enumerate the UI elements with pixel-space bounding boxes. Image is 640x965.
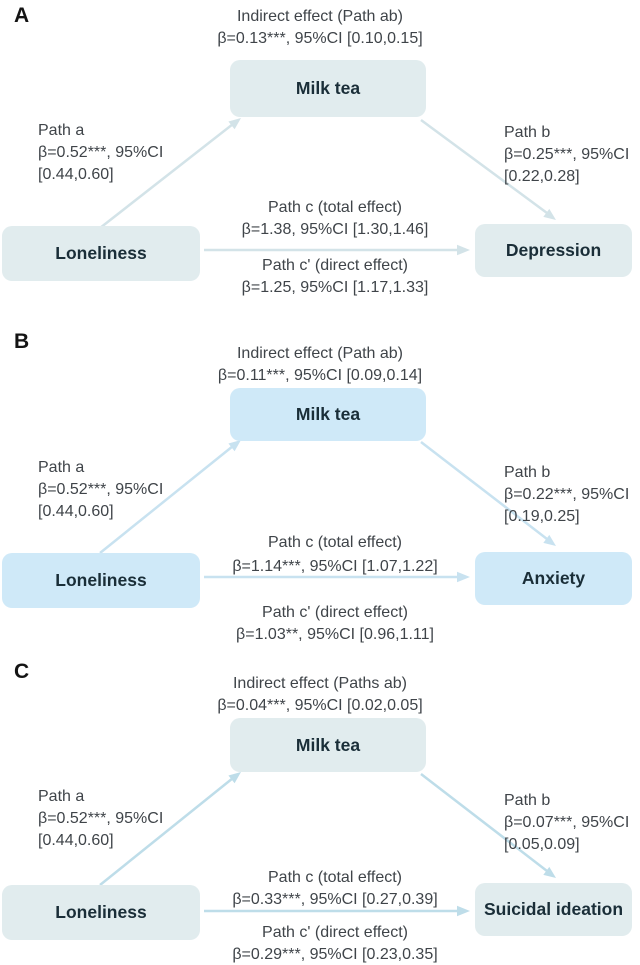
panel-letter: A [14, 4, 30, 27]
path-a-ci: [0.44,0.60] [38, 503, 114, 520]
path-b-arrowhead-icon [543, 534, 556, 546]
path-c-arrowhead-icon [457, 244, 470, 256]
path-b-annotation: Path b β=0.07***, 95%CI [0.05,0.09] [504, 790, 629, 856]
path-b-beta: β=0.07***, 95%CI [504, 814, 630, 831]
path-b-arrowhead-icon [543, 866, 556, 878]
path-arrows [99, 118, 556, 256]
predictor-label: Loneliness [55, 570, 147, 590]
path-c-title: Path c (total effect) [268, 534, 402, 551]
path-a-annotation: Path a β=0.52***, 95%CI [0.44,0.60] [38, 457, 163, 523]
path-c-prime-value: β=1.25, 95%CI [1.17,1.33] [241, 279, 429, 296]
path-b-beta: β=0.25***, 95%CI [504, 146, 630, 163]
path-b-title: Path b [504, 464, 551, 481]
mediator-label: Milk tea [295, 404, 361, 424]
panel-letter: B [14, 330, 30, 353]
path-b-ci: [0.22,0.28] [504, 168, 580, 185]
outcome-box: Anxiety [475, 552, 632, 605]
path-a-arrowhead-icon [228, 118, 241, 130]
outcome-box: Depression [475, 224, 632, 277]
path-c-arrowhead-icon [457, 571, 470, 583]
path-a-beta: β=0.52***, 95%CI [38, 810, 164, 827]
path-a-beta: β=0.52***, 95%CI [38, 481, 164, 498]
indirect-effect-title: Indirect effect (Path ab) [236, 345, 403, 362]
panel-c: C Indirect effect (Paths ab) β=0.04***, … [0, 660, 640, 963]
path-b-beta: β=0.22***, 95%CI [504, 486, 630, 503]
path-c-prime-title: Path c' (direct effect) [262, 604, 408, 621]
mediator-box: Milk tea [230, 718, 426, 772]
path-c-arrowhead-icon [457, 905, 470, 917]
path-b-arrow [420, 118, 548, 215]
path-b-annotation: Path b β=0.25***, 95%CI [0.22,0.28] [504, 122, 629, 188]
predictor-label: Loneliness [55, 902, 147, 922]
mediator-label: Milk tea [295, 78, 361, 98]
outcome-label: Depression [505, 240, 602, 260]
path-b-arrow [420, 441, 548, 540]
indirect-effect-annotation: Indirect effect (Path ab) β=0.11***, 95%… [0, 343, 640, 387]
path-a-arrowhead-icon [228, 440, 241, 452]
path-b-title: Path b [504, 792, 551, 809]
path-b-title: Path b [504, 124, 551, 141]
path-c-title: Path c (total effect) [268, 869, 402, 886]
path-c-prime-title: Path c' (direct effect) [262, 257, 408, 274]
panel-b: B Indirect effect (Path ab) β=0.11***, 9… [0, 330, 640, 660]
predictor-box: Loneliness [2, 553, 200, 608]
path-b-annotation: Path b β=0.22***, 95%CI [0.19,0.25] [504, 462, 629, 528]
path-b-ci: [0.19,0.25] [504, 508, 580, 525]
path-a-title: Path a [38, 459, 85, 476]
predictor-box: Loneliness [2, 885, 200, 940]
path-c-value: β=0.33***, 95%CI [0.27,0.39] [232, 891, 438, 908]
path-a-arrow [99, 123, 234, 229]
indirect-effect-value: β=0.13***, 95%CI [0.10,0.15] [217, 30, 423, 47]
indirect-effect-annotation: Indirect effect (Path ab) β=0.13***, 95%… [0, 6, 640, 50]
path-a-title: Path a [38, 788, 85, 805]
path-a-ci: [0.44,0.60] [38, 832, 114, 849]
mediator-box: Milk tea [230, 60, 426, 117]
predictor-box: Loneliness [2, 226, 200, 281]
path-a-ci: [0.44,0.60] [38, 166, 114, 183]
path-c-prime-title: Path c' (direct effect) [262, 924, 408, 941]
outcome-label: Suicidal ideation [483, 899, 624, 919]
path-a-arrow [99, 777, 234, 886]
indirect-effect-value: β=0.04***, 95%CI [0.02,0.05] [217, 697, 423, 714]
path-a-title: Path a [38, 122, 85, 139]
path-c-value: β=1.14***, 95%CI [1.07,1.22] [232, 558, 438, 575]
outcome-box: Suicidal ideation [475, 883, 632, 936]
path-b-arrowhead-icon [543, 208, 556, 220]
indirect-effect-annotation: Indirect effect (Paths ab) β=0.04***, 95… [0, 673, 640, 717]
path-a-beta: β=0.52***, 95%CI [38, 144, 164, 161]
path-a-annotation: Path a β=0.52***, 95%CI [0.44,0.60] [38, 120, 163, 186]
outcome-label: Anxiety [521, 568, 586, 588]
mediator-box: Milk tea [230, 388, 426, 441]
path-a-annotation: Path a β=0.52***, 95%CI [0.44,0.60] [38, 786, 163, 852]
indirect-effect-value: β=0.11***, 95%CI [0.09,0.14] [217, 367, 423, 384]
path-arrows [99, 440, 556, 583]
path-b-ci: [0.05,0.09] [504, 836, 580, 853]
indirect-effect-title: Indirect effect (Paths ab) [232, 675, 407, 692]
path-a-arrowhead-icon [228, 772, 241, 784]
panel-letter: C [14, 660, 30, 683]
panel-a: A Indirect effect (Path ab) β=0.13***, 9… [0, 0, 640, 330]
path-c-prime-value: β=1.03**, 95%CI [0.96,1.11] [236, 626, 434, 643]
path-c-prime-value: β=0.29***, 95%CI [0.23,0.35] [232, 946, 438, 963]
indirect-effect-title: Indirect effect (Path ab) [236, 8, 403, 25]
mediator-label: Milk tea [295, 734, 361, 755]
path-c-value: β=1.38, 95%CI [1.30,1.46] [241, 221, 429, 238]
path-arrows [99, 772, 556, 917]
path-c-title: Path c (total effect) [268, 199, 402, 216]
path-b-arrow [420, 773, 548, 872]
path-a-arrow [99, 445, 234, 554]
predictor-label: Loneliness [55, 243, 147, 263]
